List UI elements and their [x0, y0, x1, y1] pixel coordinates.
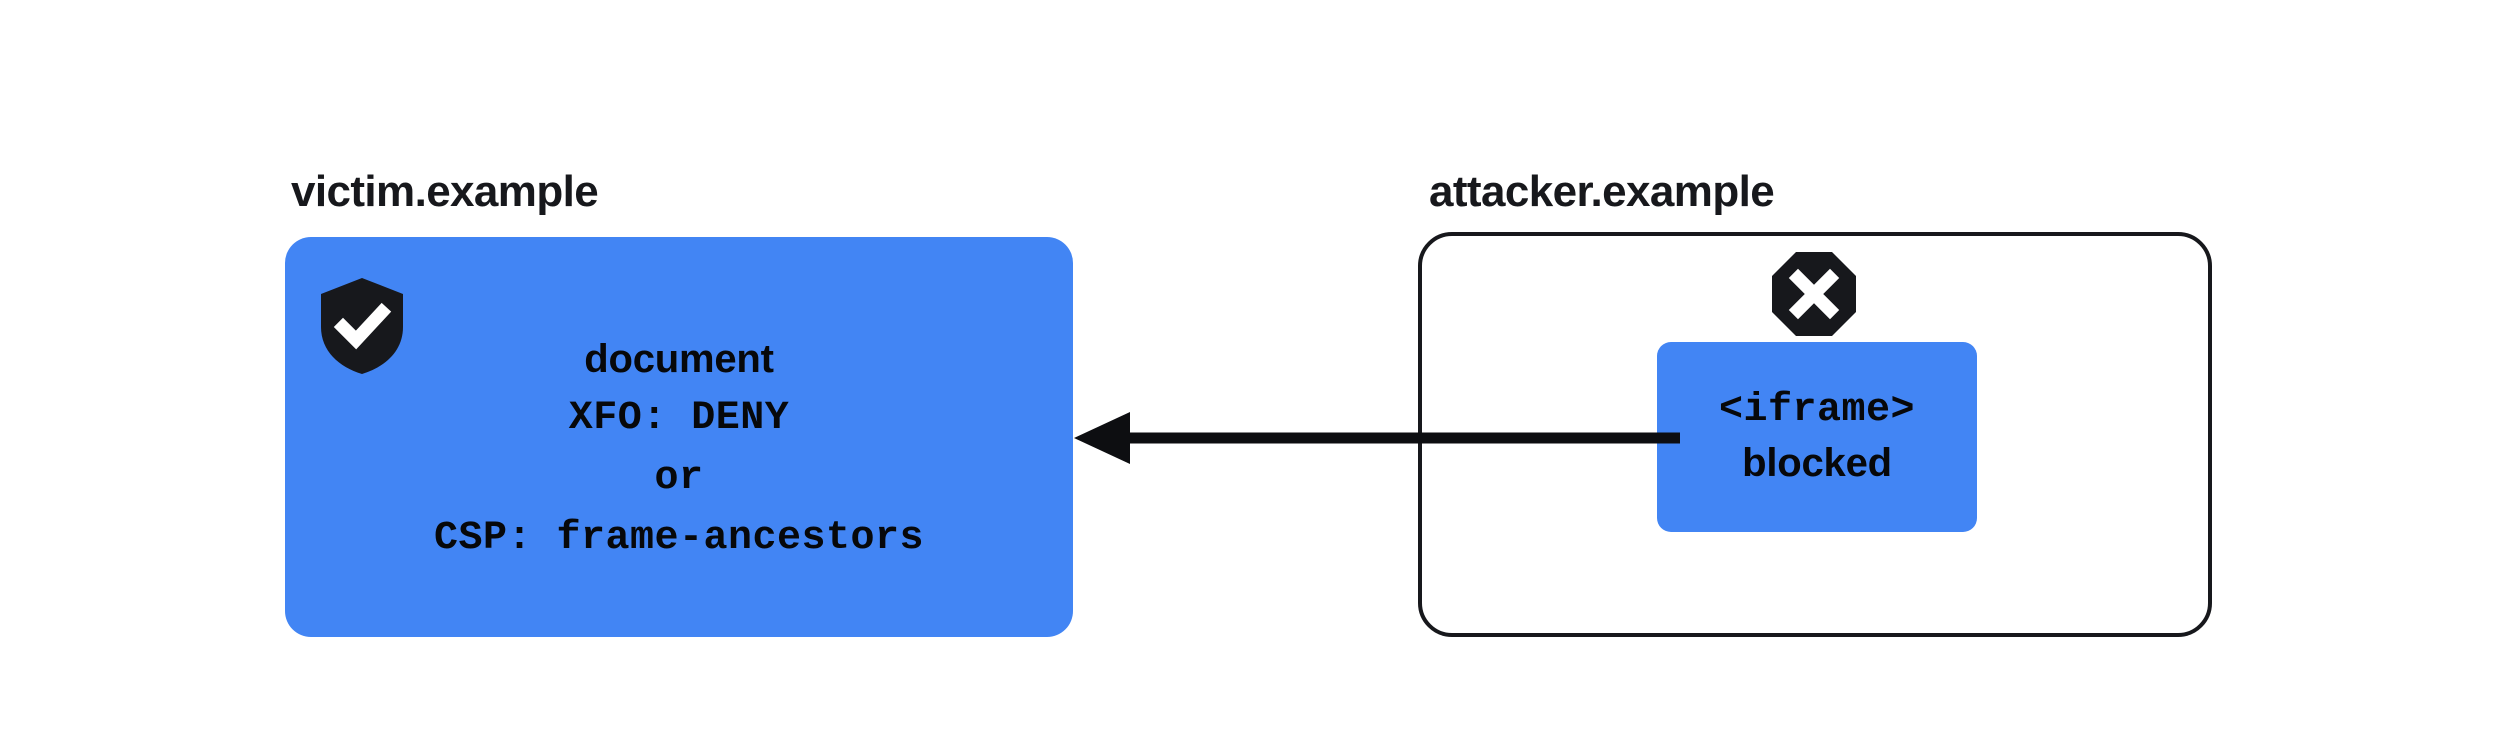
attacker-origin-label: attacker.example [1429, 167, 1775, 216]
attacker-page-panel: <iframe> blocked [1418, 232, 2212, 637]
victim-origin-label: victim.example [291, 167, 599, 216]
victim-line-or: or [654, 456, 704, 501]
victim-line-csp: CSP: frame-ancestors [433, 516, 925, 561]
iframe-status-text: blocked [1742, 441, 1892, 485]
victim-policy-text: document XFO: DENY or CSP: frame-ancesto… [285, 329, 1073, 569]
octagon-x-icon [1770, 250, 1858, 338]
blocked-iframe-chip: <iframe> blocked [1657, 342, 1977, 532]
victim-line-xfo: XFO: DENY [568, 396, 790, 441]
victim-document-panel: document XFO: DENY or CSP: frame-ancesto… [285, 237, 1073, 637]
iframe-tag-text: <iframe> [1718, 388, 1916, 433]
shield-check-icon [319, 277, 405, 375]
victim-line-document: document [584, 337, 774, 381]
